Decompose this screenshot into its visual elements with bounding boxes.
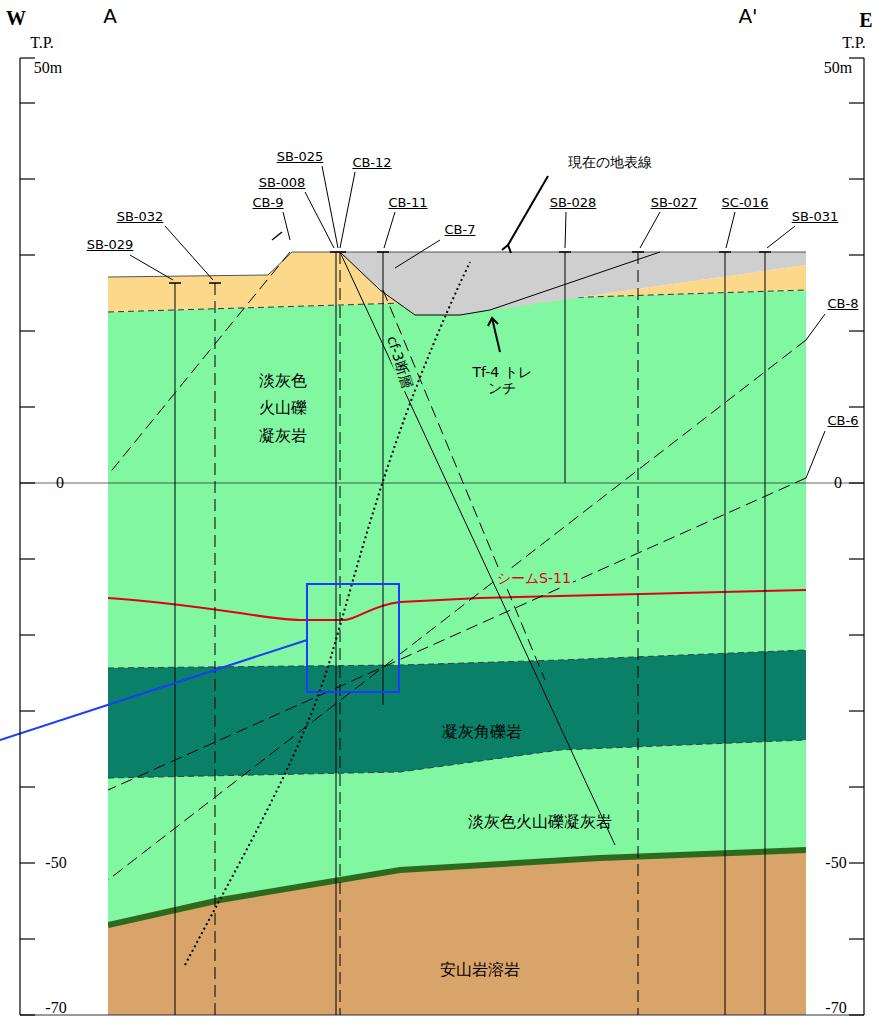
- axis-value: 50m: [824, 59, 852, 77]
- axis-tick: [849, 558, 864, 559]
- rock-unit: 淡灰色 火山礫 凝灰岩: [255, 367, 311, 449]
- axis-unit: T.P.: [842, 34, 866, 52]
- borehole-name: SC-016: [722, 196, 769, 211]
- axis-tick: [849, 178, 864, 179]
- axis-value: -50: [45, 854, 66, 872]
- axis-tick: [20, 710, 35, 711]
- axis-tick: [20, 178, 35, 179]
- axis-value: 0: [834, 474, 842, 492]
- axis-tick: [20, 938, 35, 939]
- direction-letter: W: [6, 7, 26, 30]
- axis-tick: [20, 102, 35, 103]
- borehole-name: SB-027: [651, 196, 698, 211]
- borehole-name: SB-008: [259, 176, 306, 191]
- axis-tick: [20, 558, 35, 559]
- borehole-name: CB-11: [388, 196, 427, 211]
- axis-unit: T.P.: [30, 34, 54, 52]
- axis-value: 0: [56, 474, 64, 492]
- direction-letter: E: [859, 9, 872, 32]
- axis-tick: [20, 786, 35, 787]
- axis-tick: [20, 862, 35, 863]
- axis-value: -70: [45, 999, 66, 1017]
- borehole-name: CB-6: [828, 414, 859, 429]
- axis-tick: [849, 406, 864, 407]
- section-end-label: A: [103, 5, 117, 28]
- seam-name: シームS-11: [495, 570, 573, 586]
- axis-tick: [20, 634, 35, 635]
- borehole-name: SB-025: [277, 150, 324, 165]
- trench-label: Tf-4 トレンチ: [470, 364, 534, 396]
- axis-value: 50m: [34, 59, 62, 77]
- borehole-name: SB-032: [117, 210, 164, 225]
- axis-tick: [849, 938, 864, 939]
- axis-tick: [20, 330, 35, 331]
- borehole-name: SB-031: [792, 210, 839, 225]
- axis-tick: [20, 254, 35, 255]
- borehole-name: CB-7: [445, 223, 476, 238]
- axis-tick: [849, 634, 864, 635]
- axis-tick: [849, 330, 864, 331]
- borehole-name: SB-028: [550, 196, 597, 211]
- borehole-name: CB-9: [253, 196, 284, 211]
- axis-value: -50: [825, 854, 846, 872]
- axis-tick: [849, 254, 864, 255]
- rock-unit: 淡灰色火山礫凝灰岩: [468, 813, 612, 831]
- section-end-label: A': [738, 5, 757, 28]
- axis-tick: [849, 862, 864, 863]
- borehole-name: SB-029: [87, 238, 134, 253]
- borehole-name: CB-8: [828, 297, 859, 312]
- surface-note: 現在の地表線: [568, 154, 652, 170]
- rock-unit: 凝灰角礫岩: [442, 723, 522, 741]
- axis-tick: [849, 102, 864, 103]
- borehole-name: CB-12: [352, 156, 391, 171]
- axis-tick: [20, 406, 35, 407]
- axis-value: -70: [825, 999, 846, 1017]
- axis-tick: [849, 786, 864, 787]
- axis-tick: [849, 710, 864, 711]
- rock-unit: 安山岩溶岩: [440, 961, 520, 979]
